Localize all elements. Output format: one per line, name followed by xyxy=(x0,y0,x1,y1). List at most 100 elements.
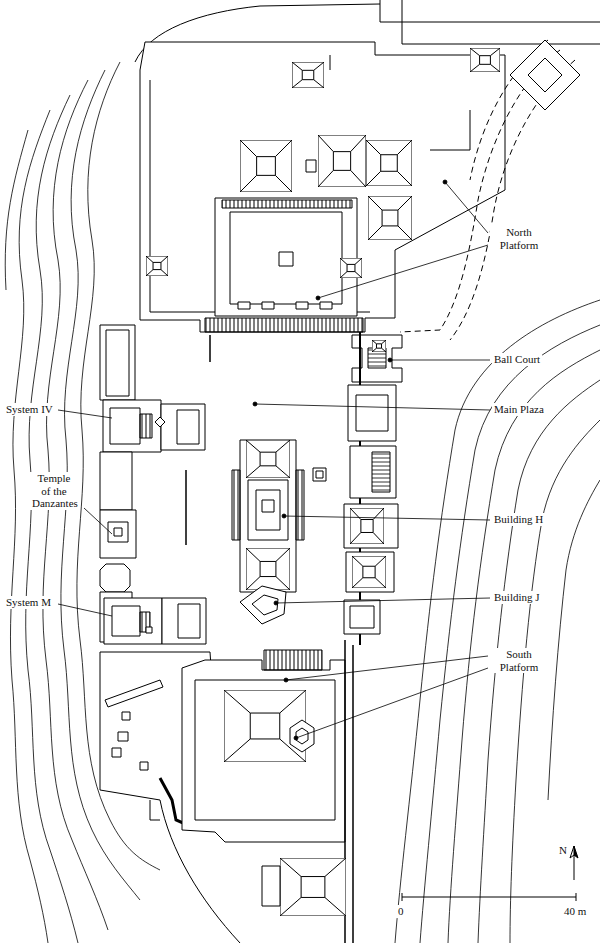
west-buildings xyxy=(105,680,163,707)
south-platform xyxy=(264,650,322,670)
north-platform xyxy=(146,256,168,276)
contour-lines xyxy=(420,325,600,943)
building-h xyxy=(296,470,304,540)
ball-court xyxy=(372,340,386,352)
leader-lines xyxy=(294,736,298,740)
west-buildings xyxy=(118,732,128,741)
plaza-markers xyxy=(185,470,187,545)
north-arrow xyxy=(574,846,578,858)
east-buildings xyxy=(346,552,394,592)
east-buildings xyxy=(348,385,396,441)
west-buildings xyxy=(100,564,130,592)
structure-label: Building H xyxy=(492,513,545,526)
east-buildings xyxy=(344,600,380,634)
structure-label: System M xyxy=(4,596,53,609)
west-buildings xyxy=(177,410,199,444)
scale-number: 0 xyxy=(396,905,406,918)
west-buildings xyxy=(114,528,122,536)
north-platform xyxy=(470,48,500,72)
building-h xyxy=(232,470,240,540)
south-platform xyxy=(195,680,335,820)
north-platform xyxy=(340,258,362,278)
west-buildings xyxy=(146,627,152,633)
north-platform xyxy=(306,160,316,172)
west-buildings xyxy=(100,510,136,558)
site-boundary xyxy=(150,800,160,820)
south-platform xyxy=(280,858,346,916)
west-buildings xyxy=(106,330,129,396)
west-buildings xyxy=(108,522,128,542)
north-platform xyxy=(292,62,324,88)
north-platform xyxy=(368,196,412,240)
leader-lines xyxy=(286,656,488,680)
north-platform xyxy=(262,302,274,309)
west-buildings xyxy=(178,604,200,638)
east-buildings xyxy=(350,446,396,498)
north-platform xyxy=(296,302,308,309)
scale-bar xyxy=(402,897,576,898)
east-pyramid xyxy=(528,58,562,92)
leader-lines xyxy=(255,404,490,410)
north-platform xyxy=(222,200,352,208)
structure-label: System IV xyxy=(4,403,55,416)
leader-lines xyxy=(276,598,490,603)
scale-bar xyxy=(576,893,577,901)
compass-letter: N xyxy=(557,844,569,857)
building-j xyxy=(240,586,286,624)
north-platform xyxy=(238,302,250,309)
west-buildings xyxy=(122,712,130,720)
north-arrow xyxy=(570,846,574,858)
leader-lines xyxy=(58,180,490,740)
building-h xyxy=(246,440,290,478)
north-platform xyxy=(140,42,505,332)
south-platform xyxy=(182,640,353,943)
east-buildings xyxy=(356,395,388,431)
leader-lines xyxy=(296,668,488,738)
north-platform xyxy=(320,302,332,309)
leader-lines xyxy=(284,678,288,682)
structure-label: Main Plaza xyxy=(492,403,546,416)
leader-lines xyxy=(58,604,112,616)
east-buildings xyxy=(344,332,398,645)
north-platform xyxy=(318,135,366,187)
scale-bar xyxy=(402,893,403,901)
east-buildings xyxy=(352,556,386,588)
north-platform xyxy=(230,212,342,304)
contour-lines xyxy=(548,480,600,800)
leader-lines xyxy=(390,360,490,361)
east-buildings xyxy=(350,606,374,628)
contour-lines xyxy=(26,95,78,943)
east-buildings xyxy=(344,504,398,548)
contour-lines xyxy=(478,380,600,943)
west-buildings xyxy=(112,606,140,636)
structure-label: Temple of the Danzantes xyxy=(30,472,78,510)
building-h xyxy=(316,471,323,478)
leader-lines xyxy=(316,296,320,300)
building-h xyxy=(246,548,290,590)
building-h xyxy=(248,480,288,540)
building-j xyxy=(240,586,286,624)
leader-lines xyxy=(274,601,278,605)
contour-lines xyxy=(448,350,600,943)
north-arrow xyxy=(570,846,578,880)
west-buildings xyxy=(155,417,165,427)
structure-label: Building J xyxy=(492,591,542,604)
north-platform xyxy=(205,318,363,332)
north-platform xyxy=(330,55,470,150)
west-buildings xyxy=(162,598,206,644)
south-platform xyxy=(182,660,345,842)
south-platform xyxy=(345,640,353,943)
leader-lines xyxy=(58,410,112,418)
contour-lines xyxy=(5,130,28,290)
building-h xyxy=(256,490,280,530)
east-pyramid xyxy=(510,40,580,110)
contour-lines xyxy=(395,300,600,943)
leader-lines xyxy=(388,358,392,362)
south-platform xyxy=(262,866,280,906)
leader-lines xyxy=(253,402,257,406)
site-boundary xyxy=(402,0,600,44)
west-buildings xyxy=(103,400,161,452)
contour-lines xyxy=(510,420,600,943)
north-platform xyxy=(240,140,292,192)
